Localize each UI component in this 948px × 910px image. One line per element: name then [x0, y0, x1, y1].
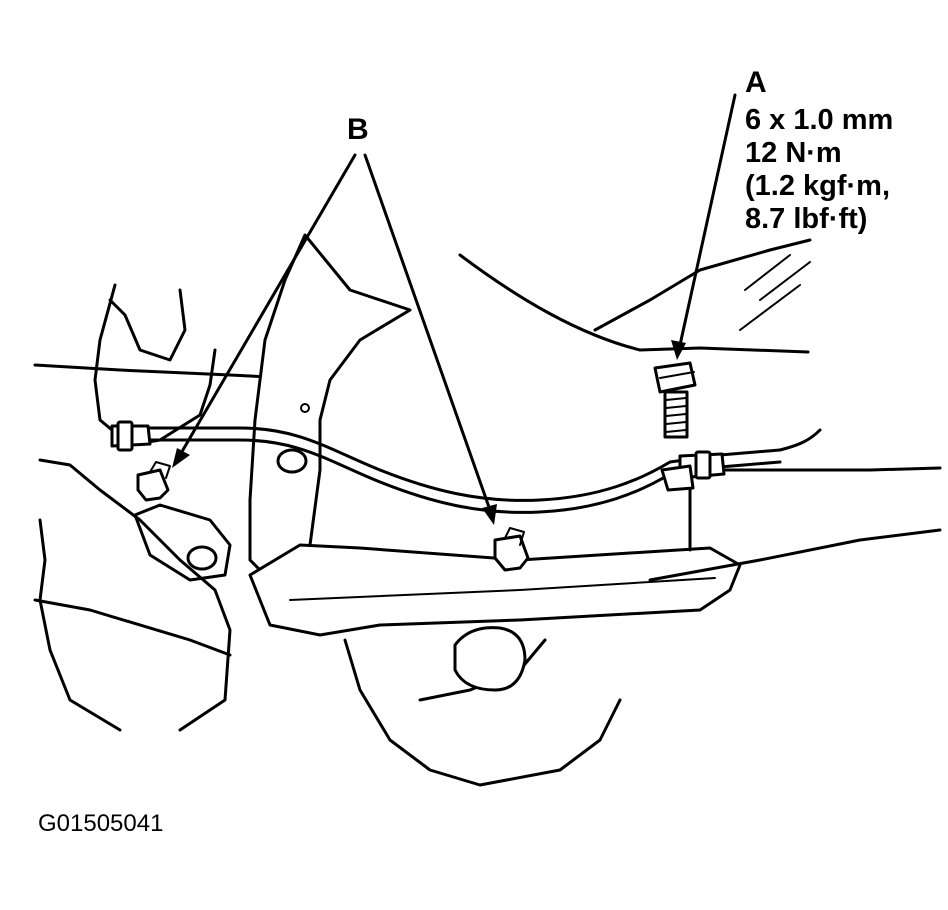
right-line-bracket — [660, 464, 695, 492]
upper-right-panel — [593, 238, 812, 332]
spec-torque-kgfm: (1.2 kgf·m, — [745, 170, 891, 202]
left-bracket-plate — [133, 503, 232, 582]
clip-b-right — [493, 527, 530, 572]
left-fitting-nut — [116, 420, 134, 452]
clip-b-left — [136, 461, 171, 502]
lower-hub-body — [343, 638, 622, 787]
upper-body-panel — [458, 253, 810, 354]
left-lower-bracket — [38, 458, 232, 732]
brake-line-right-end — [778, 428, 822, 452]
left-frame-inner — [108, 288, 187, 362]
right-fitting-nut — [694, 450, 712, 480]
bolt-torque-spec: 6 x 1.0 mm 12 N·m (1.2 kgf·m, 8.7 lbf·ft… — [745, 104, 893, 236]
leader-b-right — [363, 153, 492, 512]
crossmember-edge — [289, 577, 716, 601]
left-frame-outer — [93, 283, 217, 447]
lower-crossmember — [248, 543, 742, 637]
arm-mount-hole — [276, 448, 308, 474]
brake-line-upper — [143, 426, 782, 502]
right-lower-line — [648, 528, 942, 582]
leader-b-left — [178, 153, 357, 457]
far-left-frame — [38, 518, 122, 732]
callout-label-b: B — [347, 113, 369, 146]
left-bracket-hole — [186, 545, 218, 571]
left-lower-frame — [33, 598, 232, 657]
spec-torque-nm: 12 N·m — [745, 137, 842, 169]
brake-line-lower — [143, 438, 782, 514]
arrowhead-a — [671, 340, 686, 360]
upper-right-hatch — [739, 254, 811, 331]
spec-torque-lbfft: 8.7 lbf·ft) — [745, 203, 868, 235]
ball-joint-boot — [453, 626, 527, 692]
bolt-a — [653, 361, 697, 439]
arrowhead-b-left — [172, 448, 190, 468]
trailing-arm — [248, 233, 412, 582]
arm-small-hole — [300, 403, 310, 413]
leader-a — [678, 93, 737, 347]
figure-code: G01505041 — [38, 810, 164, 837]
callout-label-a: A — [745, 66, 767, 99]
spec-thread-size: 6 x 1.0 mm — [745, 104, 894, 136]
right-frame-line — [688, 466, 942, 552]
arrowhead-b-right — [482, 504, 497, 525]
